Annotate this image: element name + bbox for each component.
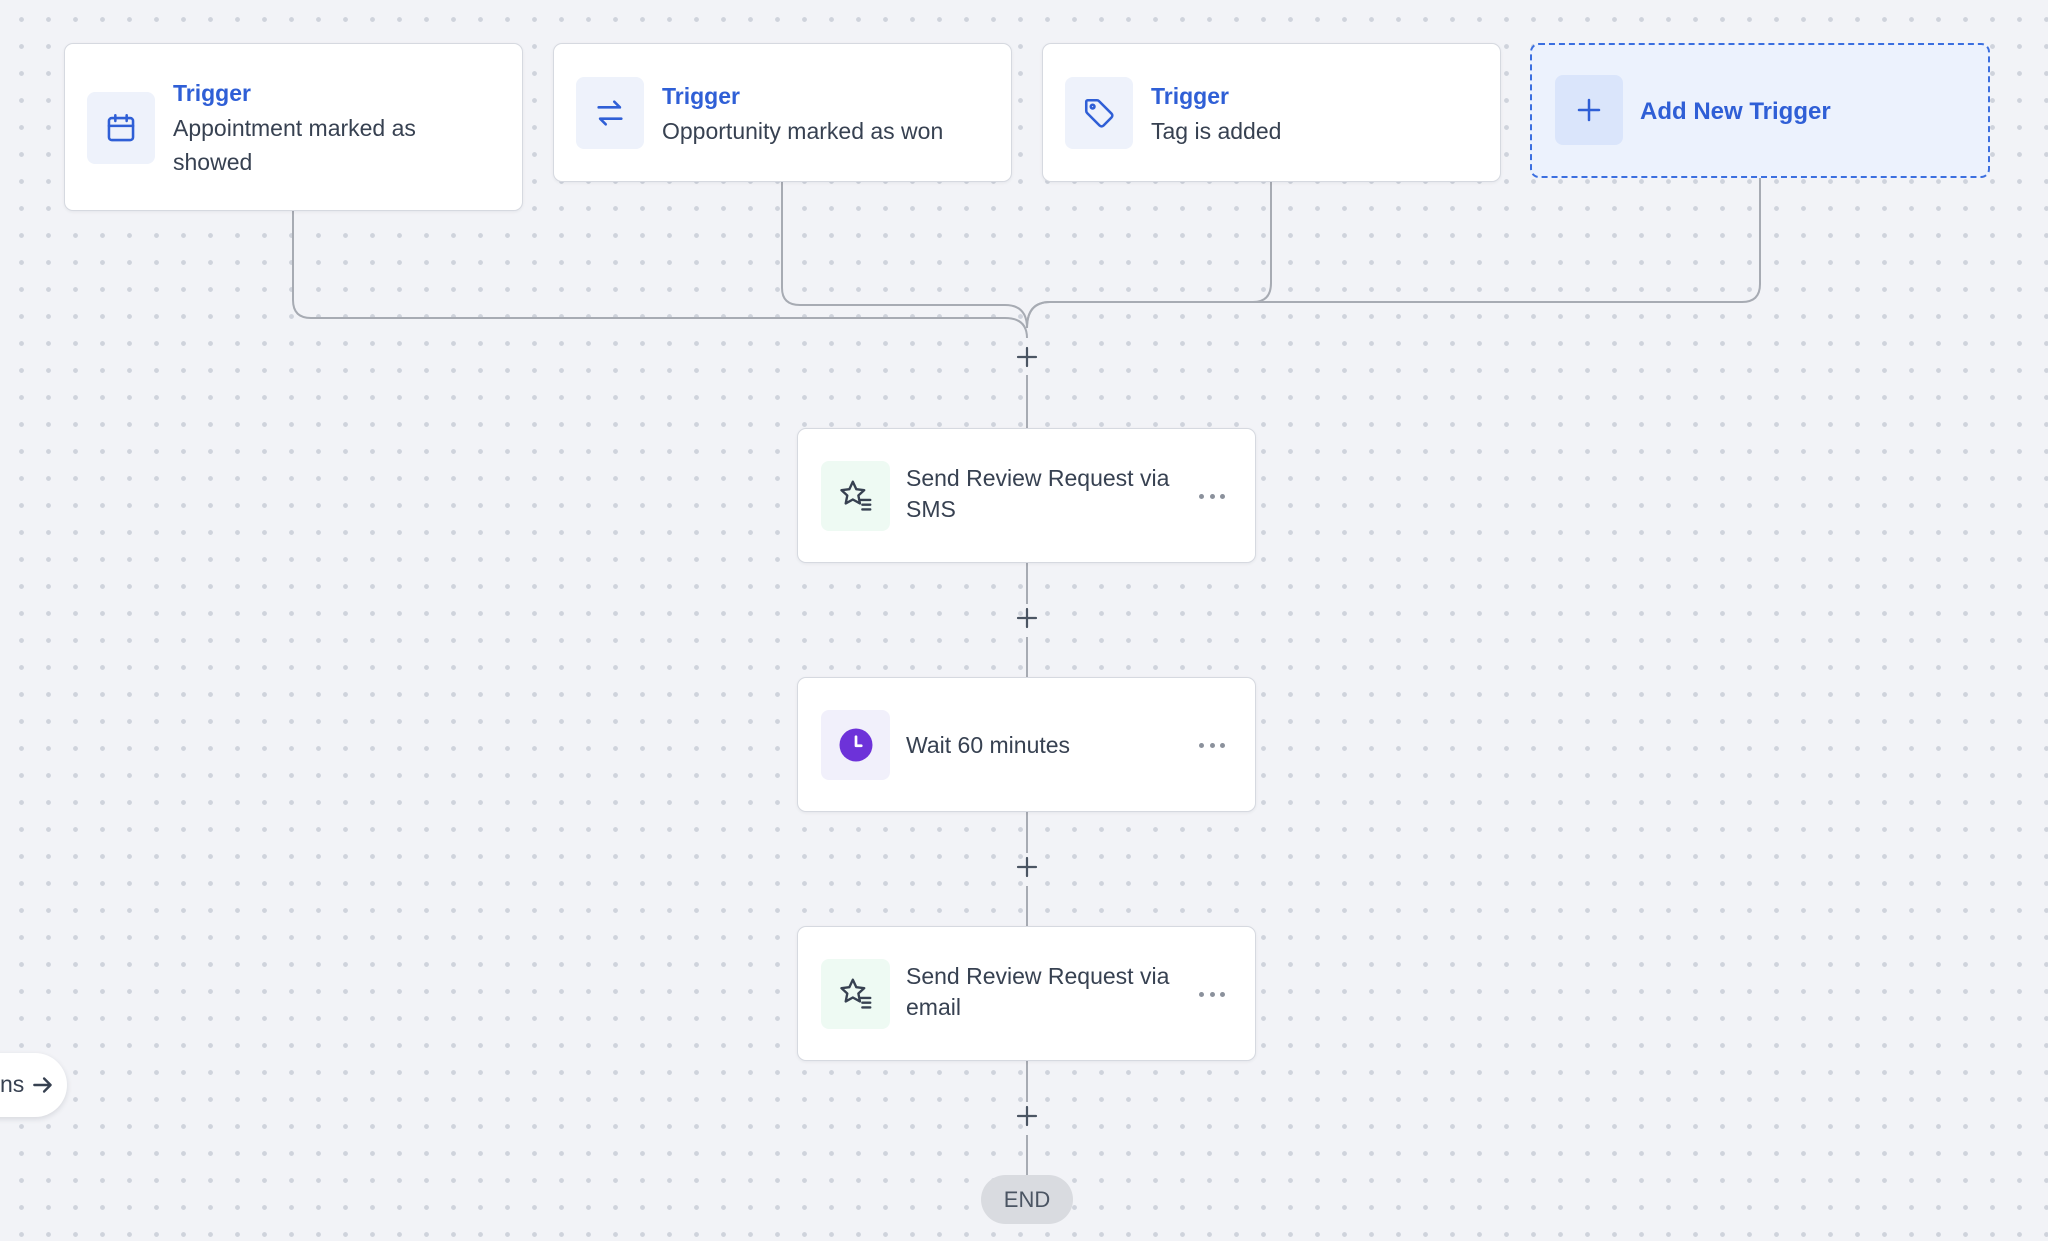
trigger-description: Tag is added (1151, 118, 1282, 144)
action-label: Send Review Request via SMS (906, 463, 1169, 525)
calendar-icon (107, 113, 135, 142)
plus-icon (1577, 98, 1601, 122)
action-label-line: Send Review Request via (906, 963, 1170, 989)
star-list-icon (839, 978, 871, 1009)
tag-icon (1084, 98, 1114, 128)
add-step-button[interactable] (1014, 605, 1040, 631)
add-step-button[interactable] (1014, 1103, 1040, 1129)
add-step-button[interactable] (1014, 344, 1040, 370)
trigger-card-tag[interactable]: Trigger Tag is added (1042, 43, 1501, 182)
more-options-icon[interactable] (1199, 735, 1225, 755)
star-list-icon-box (821, 959, 890, 1029)
end-node: END (981, 1175, 1073, 1224)
action-label-line: email (906, 994, 961, 1020)
plus-icon-box (1555, 75, 1623, 145)
trigger-title: Trigger (662, 83, 740, 109)
clock-icon (839, 728, 872, 762)
more-options-icon[interactable] (1199, 984, 1225, 1004)
side-panel-button[interactable]: ns (0, 1053, 67, 1117)
plus-icon (1016, 856, 1038, 878)
calendar-icon-box (87, 92, 155, 164)
star-list-icon (839, 480, 871, 511)
side-panel-label: ns (0, 1071, 25, 1097)
plus-icon (1016, 346, 1038, 368)
trigger-title: Trigger (173, 80, 251, 106)
trigger-title: Trigger (1151, 83, 1229, 109)
trigger-card-appointment[interactable]: Trigger Appointment marked as showed (64, 43, 523, 211)
action-card-email-review[interactable]: Send Review Request via email (797, 926, 1256, 1061)
plus-icon (1016, 1105, 1038, 1127)
trigger-card-opportunity[interactable]: Trigger Opportunity marked as won (553, 43, 1012, 182)
star-list-icon-box (821, 461, 890, 531)
action-label-line: SMS (906, 496, 956, 522)
add-step-button[interactable] (1014, 854, 1040, 880)
trigger-description: Appointment marked as showed (173, 115, 416, 175)
more-options-icon[interactable] (1199, 486, 1225, 506)
swap-arrows-icon (597, 100, 623, 126)
trigger-description: Opportunity marked as won (662, 118, 944, 144)
action-label: Send Review Request via email (906, 961, 1169, 1023)
add-new-trigger-button[interactable]: Add New Trigger (1530, 43, 1990, 178)
clock-icon-box (821, 710, 890, 780)
swap-arrows-icon-box (576, 77, 644, 149)
action-card-wait[interactable]: Wait 60 minutes (797, 677, 1256, 812)
tag-icon-box (1065, 77, 1133, 149)
plus-icon (1016, 607, 1038, 629)
arrow-right-icon (33, 1077, 52, 1093)
action-label: Wait 60 minutes (906, 732, 1071, 758)
add-new-trigger-label: Add New Trigger (1640, 98, 1831, 125)
action-label-line: Send Review Request via (906, 465, 1170, 491)
action-card-sms-review[interactable]: Send Review Request via SMS (797, 428, 1256, 563)
